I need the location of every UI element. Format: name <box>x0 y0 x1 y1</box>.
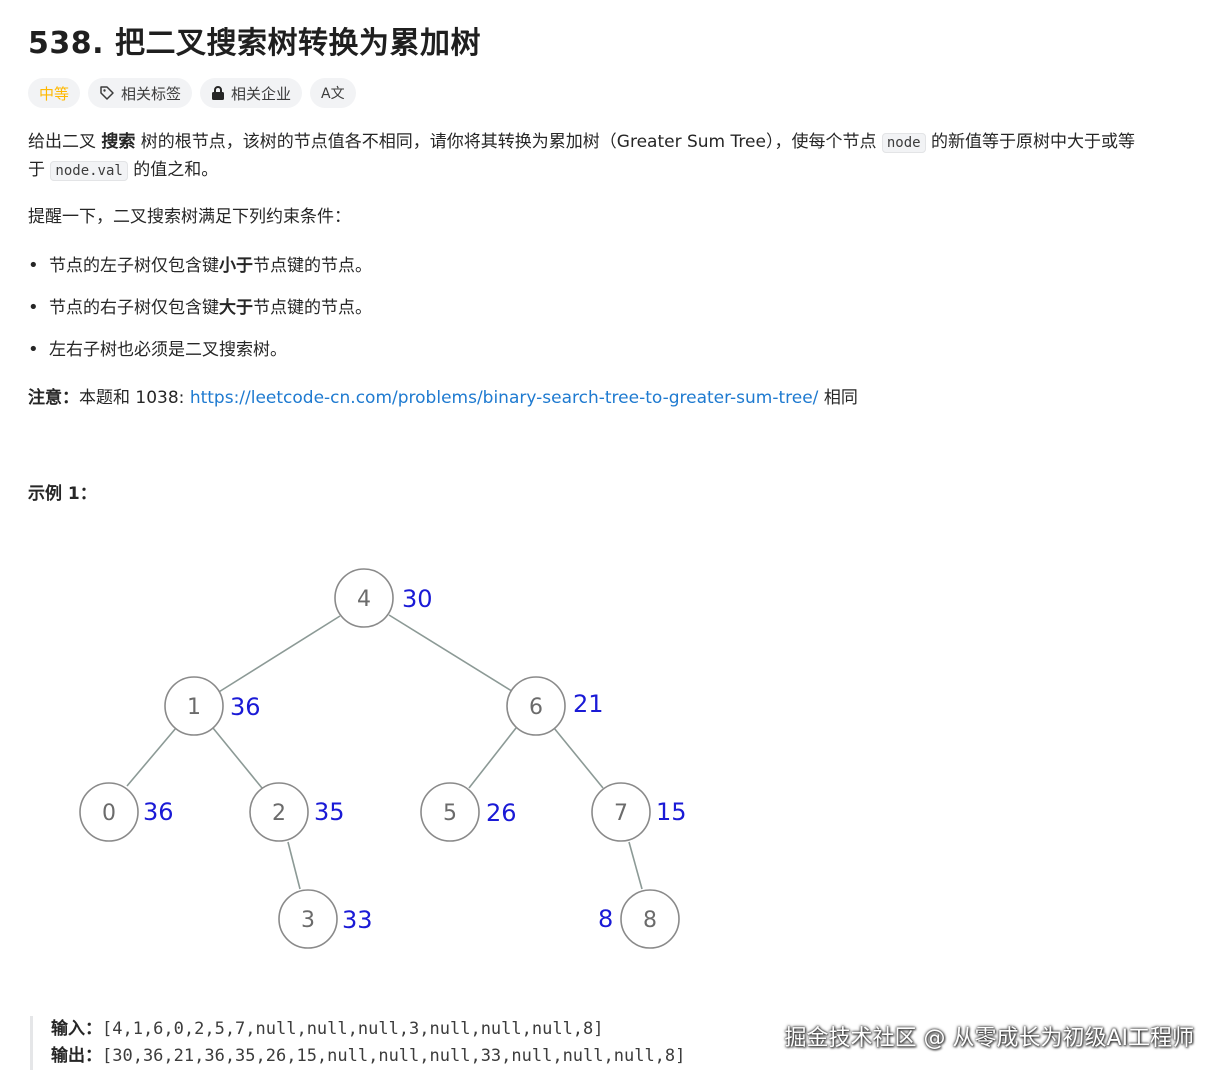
example-tree-diagram: 4 30 1 36 6 21 0 36 2 35 5 26 7 15 3 33 … <box>79 568 687 949</box>
tree-node: 4 30 <box>334 568 433 628</box>
tree-node-sum: 8 <box>598 905 613 933</box>
tree-node: 1 36 <box>164 676 261 736</box>
tag-icon <box>99 85 115 101</box>
tree-node-sum: 15 <box>656 798 687 826</box>
tree-node: 6 21 <box>506 676 604 736</box>
tree-node-value: 4 <box>357 587 371 612</box>
rule-text: 左右子树也必须是二叉搜索树。 <box>49 340 287 360</box>
tree-node-value: 6 <box>529 695 543 720</box>
example-title: 示例 1： <box>28 484 97 504</box>
tree-node-circle <box>506 676 566 736</box>
tree-node-value: 1 <box>187 695 201 720</box>
difficulty-badge: 中等 <box>28 78 81 108</box>
related-tags-button[interactable]: 相关标签 <box>88 78 193 108</box>
rule-text: 节点键的节点。 <box>253 256 372 276</box>
tree-node-sum: 33 <box>342 906 373 934</box>
tree-node-sum: 36 <box>230 693 261 721</box>
desc-text: 树的根节点，该树的节点值各不相同，请你将其转换为累加树（Greater Sum … <box>135 132 882 152</box>
tree-node-value: 0 <box>102 801 116 826</box>
translate-icon: A文 <box>321 86 345 102</box>
tree-edge <box>126 727 177 787</box>
lock-icon <box>211 85 225 101</box>
output-value: [30,36,21,36,35,26,15,null,null,null,33,… <box>102 1046 686 1066</box>
tree-node: 2 35 <box>249 782 345 842</box>
tree-edge <box>213 615 341 696</box>
example-input-line: 输入：[4,1,6,0,2,5,7,null,null,null,3,null,… <box>51 1016 685 1043</box>
tree-node-value: 5 <box>443 801 457 826</box>
tree-node: 5 26 <box>420 782 517 842</box>
tree-edge <box>287 841 301 890</box>
tree-node-sum: 36 <box>143 798 174 826</box>
note-line: 注意：本题和 1038: https://leetcode-cn.com/pro… <box>28 385 858 412</box>
list-item: •节点的右子树仅包含键 大于 节点键的节点。 <box>28 294 372 336</box>
tree-node-sum: 21 <box>573 690 604 718</box>
tag-bar: 中等 相关标签 相关企业 A文 <box>28 78 356 108</box>
desc-text: 的值之和。 <box>127 160 219 180</box>
output-label: 输出： <box>51 1046 102 1066</box>
example-io-block: 输入：[4,1,6,0,2,5,7,null,null,null,3,null,… <box>30 1016 685 1070</box>
tree-node-circle <box>278 889 338 949</box>
desc-text: 给出二叉 <box>28 132 102 152</box>
input-value: [4,1,6,0,2,5,7,null,null,null,3,null,nul… <box>102 1019 604 1039</box>
tree-node-value: 2 <box>272 801 286 826</box>
note-label: 注意： <box>28 388 79 408</box>
rule-bold: 大于 <box>219 298 253 318</box>
tree-node-value: 8 <box>643 908 657 933</box>
tree-node-circle <box>620 889 680 949</box>
related-companies-button[interactable]: 相关企业 <box>200 78 303 108</box>
tree-edge <box>212 727 263 789</box>
desc-text: 的新值等于原树中大于或等 <box>925 132 1135 152</box>
related-problem-link[interactable]: https://leetcode-cn.com/problems/binary-… <box>189 388 819 408</box>
inline-code: node.val <box>50 161 128 181</box>
tree-edges <box>126 614 643 890</box>
inline-code: node <box>881 133 926 153</box>
list-item: •节点的左子树仅包含键 小于 节点键的节点。 <box>28 252 372 294</box>
tree-node-sum: 35 <box>314 798 345 826</box>
rules-list: •节点的左子树仅包含键 小于 节点键的节点。 •节点的右子树仅包含键 大于 节点… <box>28 252 372 378</box>
example-output-line: 输出：[30,36,21,36,35,26,15,null,null,null,… <box>51 1043 685 1070</box>
tree-node: 0 36 <box>79 782 174 842</box>
problem-description: 给出二叉 搜索 树的根节点，该树的节点值各不相同，请你将其转换为累加树（Grea… <box>28 129 1198 185</box>
tree-node-circle <box>249 782 309 842</box>
problem-title: 538. 把二叉搜索树转换为累加树 <box>28 26 481 61</box>
rule-text: 节点的左子树仅包含键 <box>49 256 219 276</box>
tree-node-value: 3 <box>301 908 315 933</box>
tree-node-circle <box>420 782 480 842</box>
note-text: 本题和 1038: <box>79 388 190 408</box>
tree-node: 7 15 <box>591 782 687 842</box>
tree-edge <box>388 614 516 694</box>
related-tags-label: 相关标签 <box>121 84 182 103</box>
tree-node: 8 8 <box>598 889 680 949</box>
list-item: •左右子树也必须是二叉搜索树。 <box>28 336 372 378</box>
tree-node-circle <box>164 676 224 736</box>
related-companies-label: 相关企业 <box>231 84 292 103</box>
tree-node-circle <box>591 782 651 842</box>
watermark: 掘金技术社区 @ 从零成长为初级AI工程师 <box>784 1026 1194 1051</box>
tree-node-value: 7 <box>614 801 628 826</box>
tree-edge <box>553 727 604 789</box>
rule-bold: 小于 <box>219 256 253 276</box>
tree-node: 3 33 <box>278 889 373 949</box>
translate-button[interactable]: A文 <box>310 78 356 108</box>
rule-text: 节点键的节点。 <box>253 298 372 318</box>
desc-text: 于 <box>28 160 51 180</box>
tree-node-circle <box>79 782 139 842</box>
tree-node-circle <box>334 568 394 628</box>
tree-node-sum: 26 <box>486 799 517 827</box>
tree-edge <box>628 841 643 890</box>
reminder-text: 提醒一下，二叉搜索树满足下列约束条件： <box>28 207 351 227</box>
tree-edge <box>468 727 517 789</box>
input-label: 输入： <box>51 1019 102 1039</box>
note-tail: 相同 <box>818 388 858 408</box>
tree-node-sum: 30 <box>402 585 433 613</box>
rule-text: 节点的右子树仅包含键 <box>49 298 219 318</box>
desc-bold: 搜索 <box>101 132 136 152</box>
